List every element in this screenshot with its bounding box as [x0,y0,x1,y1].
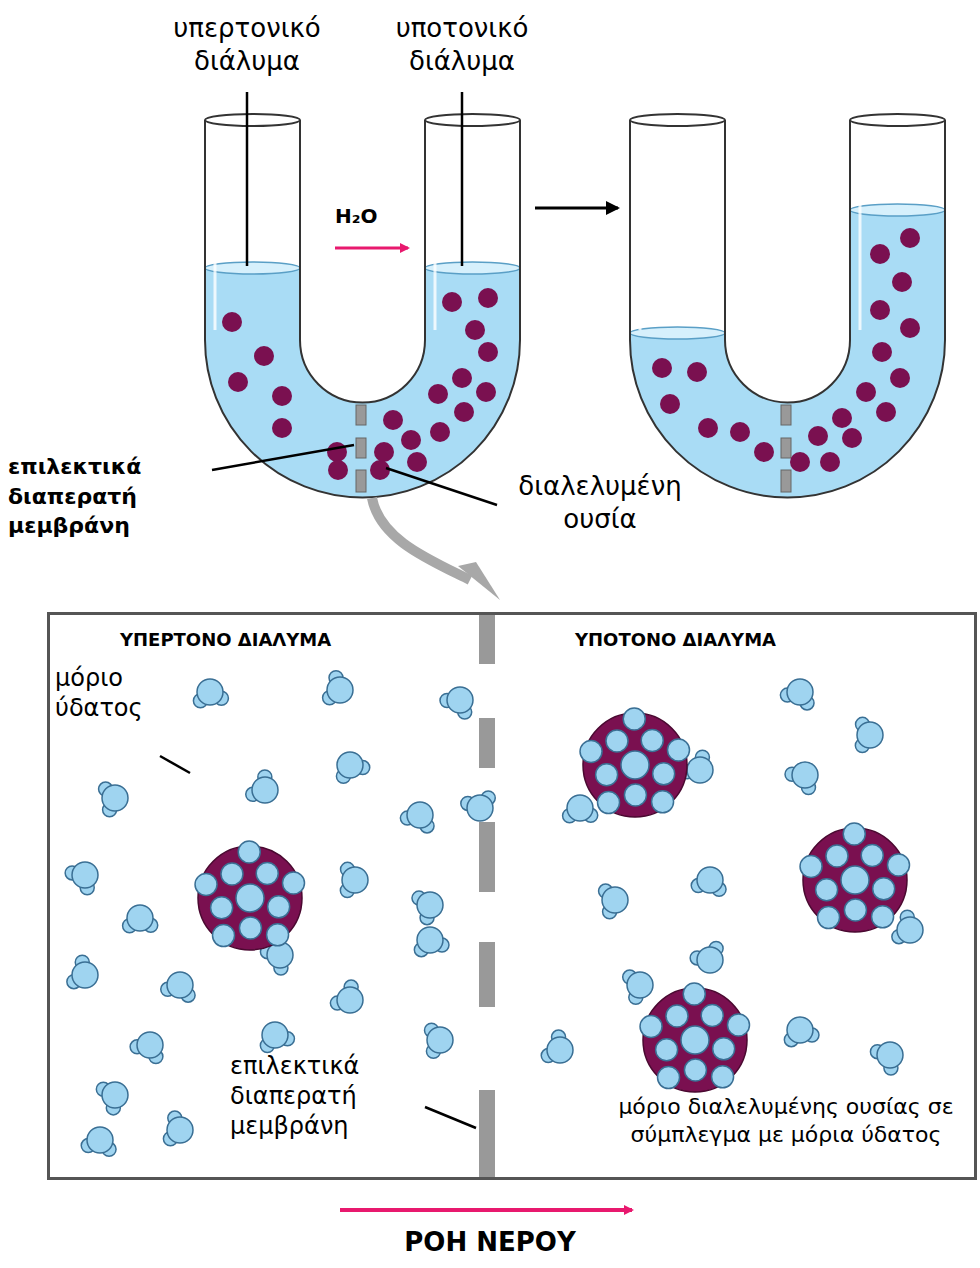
flow-arrow [340,1208,632,1212]
water-molecule [193,679,228,708]
water-molecule [855,717,883,752]
water-molecule [440,687,473,719]
water-arrow [335,247,408,250]
water-molecule [412,891,443,925]
label: διαλελυμένη ουσία [500,470,700,535]
water-molecule [780,679,814,710]
water-molecule [870,1042,903,1075]
zoom-box: ΥΠΕΡΤΟΝΟ ΔΙΑΛΥΜΑ ΥΠΟΤΟΝΟ ΔΙΑΛΥΜΑ μόριο ύδα… [47,612,977,1180]
solute-complex [640,983,749,1092]
water-molecule [163,1111,193,1146]
zoom-arrow [372,498,470,580]
time-arrow [535,207,618,210]
water-molecule [785,762,818,795]
water-molecule [400,802,434,833]
water-molecule [623,970,653,1004]
u-tube-after [630,114,945,498]
solute-complex [195,841,304,950]
water-molecule [340,862,368,897]
label: υπερτονικό διάλυμα [147,12,347,77]
solute-complex [800,823,909,932]
label: επιλεκτικά διαπερατή μεμβράνη [8,452,178,541]
box-text: ΥΠΕΡΤΟΝΟ ΔΙΑΛΥΜΑ [120,629,420,652]
box-text: μόριο διαλελυμένης ουσίας σε σύμπλεγμα μ… [598,1093,974,1148]
water-molecule [323,671,353,705]
water-molecule [330,980,363,1013]
label: υποτονικό διάλυμα [362,12,562,77]
membrane-dashes [479,614,495,1178]
water-molecule [130,1032,163,1064]
water-molecule [784,1017,819,1047]
water-molecule [246,770,278,803]
leader-lines [212,92,497,505]
water-molecule [414,927,449,957]
u-tube-before [205,114,520,498]
water-molecule [690,942,723,973]
water-molecule [563,795,598,823]
water-molecule [892,910,923,943]
water-molecule [599,884,628,919]
water-molecule [96,1082,128,1115]
water-molecule [541,1030,573,1063]
solute-complex [580,708,689,817]
water-molecule [425,1023,453,1058]
box-text: επιλεκτικά διαπερατή μεμβράνη [230,1051,445,1141]
label: ΡΟΗ ΝΕΡΟΥ [340,1226,640,1259]
water-molecule [260,1022,294,1053]
water-molecule [336,752,369,783]
water-molecule [81,1127,116,1156]
water-molecule [99,782,128,817]
water-molecule [161,972,195,1002]
box-text: μόριο ύδατος [55,663,185,723]
water-molecule [691,867,726,896]
water-molecule [123,905,158,933]
molecules [65,671,923,1157]
label: H₂O [335,204,405,229]
box-text: ΥΠΟΤΟΝΟ ΔΙΑΛΥΜΑ [575,629,875,652]
water-molecule [67,955,98,988]
water-molecule [461,791,495,821]
water-molecule [65,862,98,895]
